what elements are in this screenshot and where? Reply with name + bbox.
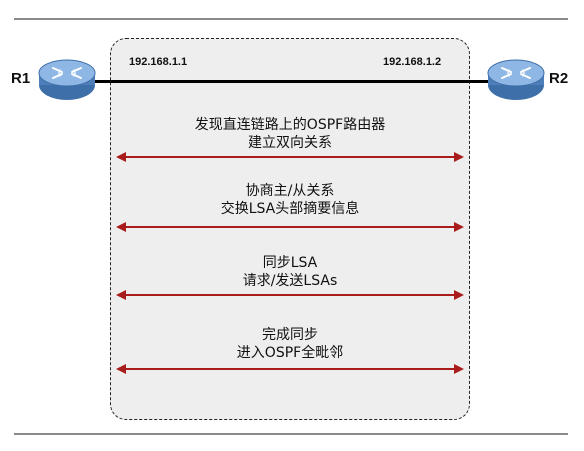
step-2-text: 协商主/从关系 交换LSA头部摘要信息 [110,182,470,218]
exchange-region [110,38,470,420]
r2-ip-address: 192.168.1.2 [383,56,442,68]
router-icon [487,59,545,100]
r1-ip-address: 192.168.1.1 [129,56,188,68]
step-1-double-arrow [116,152,464,162]
step-4-line-1: 完成同步 [262,327,318,343]
step-3-double-arrow [116,290,464,300]
router-r2-label: R2 [549,70,569,87]
step-4-text: 完成同步 进入OSPF全毗邻 [110,326,470,362]
step-2-line-1: 协商主/从关系 [245,183,335,199]
step-3-line-2: 请求/发送LSAs [242,273,338,289]
network-link [82,80,502,83]
step-2-double-arrow [116,222,464,232]
step-4-line-2: 进入OSPF全毗邻 [236,345,344,361]
frame-top-line [14,18,568,20]
step-1-line-1: 发现直连链路上的OSPF路由器 [194,117,386,133]
step-4-double-arrow [116,364,464,374]
frame-bottom-line [14,433,568,435]
step-1-line-2: 建立双向关系 [248,135,332,151]
step-1-text: 发现直连链路上的OSPF路由器 建立双向关系 [110,116,470,152]
router-r1-label: R1 [11,70,31,87]
router-icon [38,59,96,100]
step-3-line-1: 同步LSA [262,255,318,271]
step-3-text: 同步LSA 请求/发送LSAs [110,254,470,290]
step-2-line-2: 交换LSA头部摘要信息 [220,201,360,217]
